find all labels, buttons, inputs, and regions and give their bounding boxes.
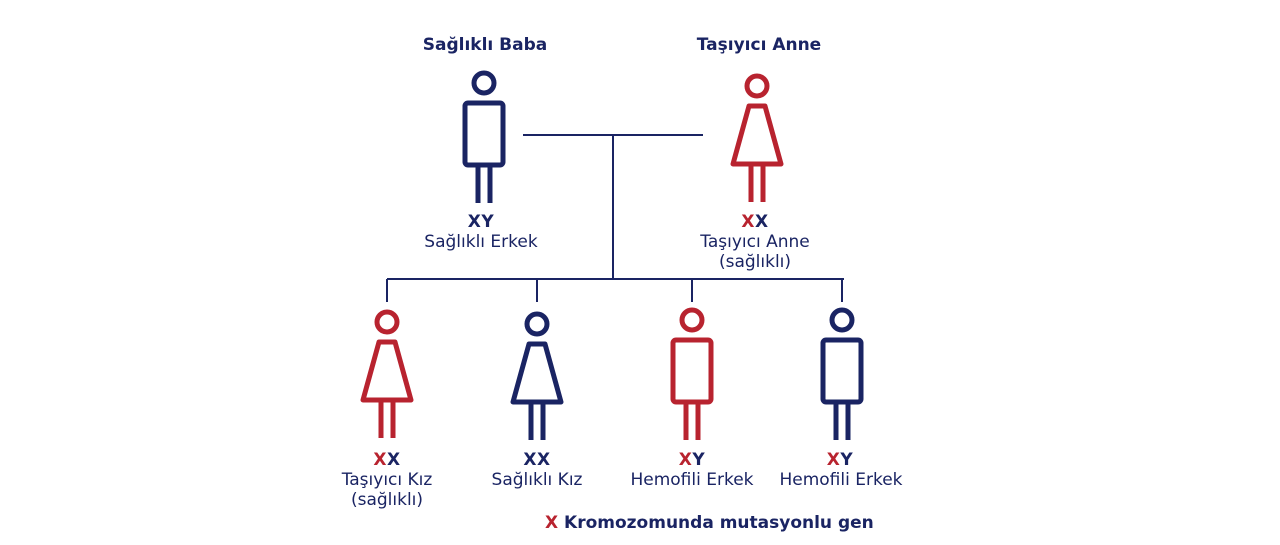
chromosome-x: X	[741, 212, 755, 232]
chromosome-y: Y	[481, 212, 495, 232]
head-icon	[679, 307, 705, 333]
head-icon	[524, 311, 550, 337]
chromosome-x: X	[523, 450, 537, 470]
dress-icon	[730, 103, 784, 167]
chromosome-x: X	[373, 450, 387, 470]
father-description: Sağlıklı Erkek	[424, 232, 538, 252]
mother-description: Taşıyıcı Anne (sağlıklı)	[655, 232, 855, 272]
chromosome-x: X	[537, 450, 551, 470]
head-icon	[829, 307, 855, 333]
chromosome-x: X	[755, 212, 769, 232]
child1-description: Taşıyıcı Kız (sağlıklı)	[307, 470, 467, 510]
child1-description-line1: Taşıyıcı Kız	[341, 470, 433, 490]
body-icon	[820, 337, 864, 405]
father-chromosomes: XY	[431, 212, 531, 232]
dress-icon	[360, 339, 414, 403]
child3-male-figure-icon	[670, 307, 714, 440]
legend-symbol: X	[545, 513, 559, 533]
head-icon	[374, 309, 400, 335]
child4-male-figure-icon	[820, 307, 864, 440]
child3-description: Hemofili Erkek	[630, 470, 754, 490]
dress-icon	[510, 341, 564, 405]
father-male-figure-icon	[462, 70, 506, 203]
chromosome-x: X	[467, 212, 482, 232]
child1-female-figure-icon	[360, 309, 414, 438]
child2-female-figure-icon	[510, 311, 564, 440]
child2-chromosomes: XX	[487, 450, 587, 470]
legend-text: Kromozomunda mutasyonlu gen	[564, 513, 874, 533]
mother-description-line1: Taşıyıcı Anne	[700, 232, 810, 252]
mother-title: Taşıyıcı Anne	[696, 35, 822, 55]
child3-chromosomes: XY	[642, 450, 742, 470]
child2-description: Sağlıklı Kız	[491, 470, 583, 490]
chromosome-y: Y	[692, 450, 706, 470]
chromosome-y: Y	[840, 450, 854, 470]
chromosome-x: X	[387, 450, 401, 470]
legend: X Kromozomunda mutasyonlu gen	[545, 513, 874, 533]
chromosome-x: X	[826, 450, 841, 470]
chromosome-x: X	[678, 450, 693, 470]
mother-female-figure-icon	[730, 73, 784, 202]
child1-chromosomes: XX	[337, 450, 437, 470]
head-icon	[471, 70, 497, 96]
mother-chromosomes: XX	[705, 212, 805, 232]
child1-description-line2: (sağlıklı)	[350, 490, 424, 510]
connector-lines	[386, 134, 844, 302]
child4-chromosomes: XY	[790, 450, 890, 470]
child4-description: Hemofili Erkek	[779, 470, 903, 490]
figures	[360, 70, 864, 440]
body-icon	[462, 100, 506, 168]
mother-description-line2: (sağlıklı)	[718, 252, 792, 272]
body-icon	[670, 337, 714, 405]
father-title: Sağlıklı Baba	[422, 35, 548, 55]
head-icon	[744, 73, 770, 99]
